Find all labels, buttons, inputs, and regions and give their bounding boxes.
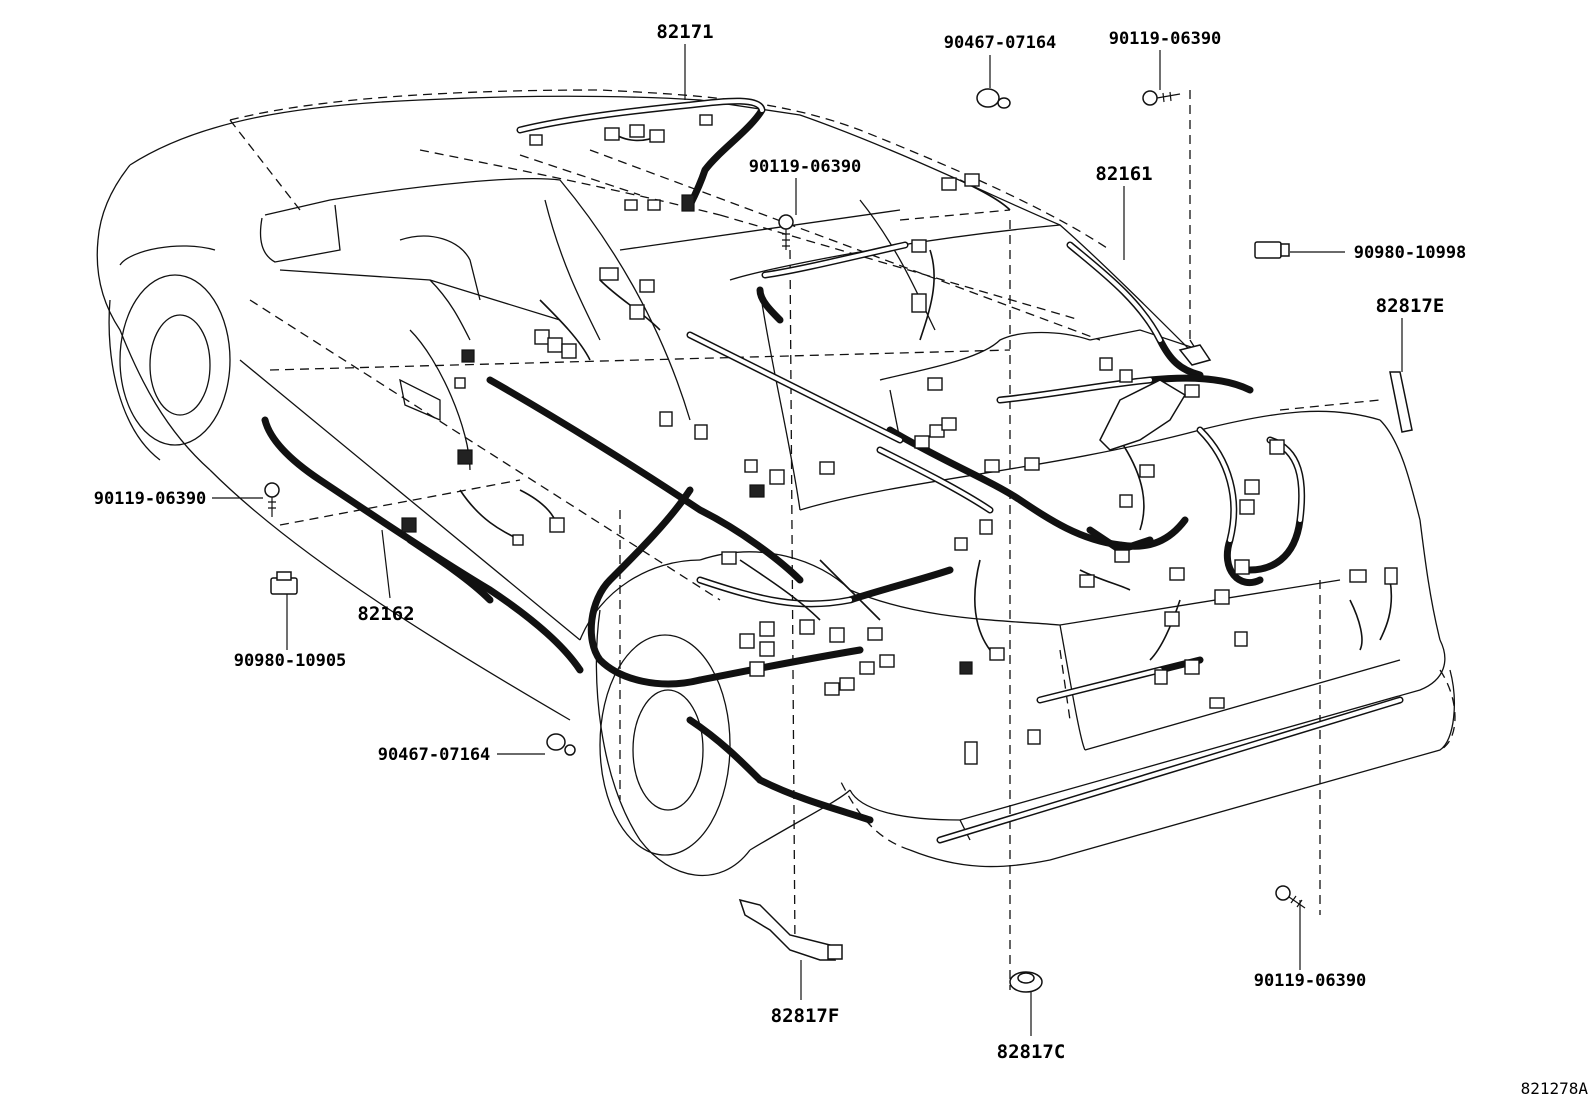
connectors — [401, 114, 1398, 765]
callout-82161: 82161 — [1095, 163, 1152, 185]
grommet-82817C-part — [1009, 971, 1043, 993]
leader-lines — [212, 44, 1403, 1036]
callout-bolt-top-center: 90119-06390 — [749, 157, 862, 177]
callout-bolt-bottom-right: 90119-06390 — [1254, 971, 1367, 991]
callout-labels: 82171 82161 82162 82817E 82817F 82817C 9… — [94, 21, 1589, 1098]
harness-82161-trunk — [696, 241, 1404, 844]
bolt-left-part — [264, 482, 280, 517]
hidden-lines — [229, 89, 1456, 990]
callout-connector-left: 90980-10905 — [234, 651, 347, 671]
callout-connector-right: 90980-10998 — [1354, 243, 1467, 263]
bolt-bottom-right-part — [1275, 885, 1306, 909]
bracket-rear-part — [1099, 344, 1212, 451]
callout-bolt-top-right: 90119-06390 — [1109, 29, 1222, 49]
callout-82817E: 82817E — [1376, 295, 1445, 317]
harness-side-rails — [686, 241, 1154, 784]
callout-bolt-left: 90119-06390 — [94, 489, 207, 509]
callout-grommet-left: 90467-07164 — [378, 745, 491, 765]
grommet-top-part — [976, 88, 1011, 109]
callout-82162: 82162 — [357, 603, 414, 625]
bracket-82817F-part — [738, 898, 843, 961]
thin-wires — [459, 129, 1393, 661]
callout-82817C: 82817C — [997, 1041, 1066, 1063]
harness-82162-floor — [261, 376, 864, 688]
connector-right-part — [1254, 241, 1290, 259]
harness-82171-roof — [516, 97, 766, 209]
bolt-top-center-part — [778, 214, 794, 250]
callout-82817F: 82817F — [771, 1005, 840, 1027]
grommet-left-part — [546, 733, 576, 756]
connector-left-part — [270, 571, 298, 595]
bolt-top-right-part — [1142, 90, 1181, 106]
protector-82817E-part — [1389, 371, 1413, 433]
callout-grommet-top: 90467-07164 — [944, 33, 1057, 53]
callout-82171: 82171 — [656, 21, 713, 43]
diagram-id: 821278A — [1521, 1079, 1589, 1098]
